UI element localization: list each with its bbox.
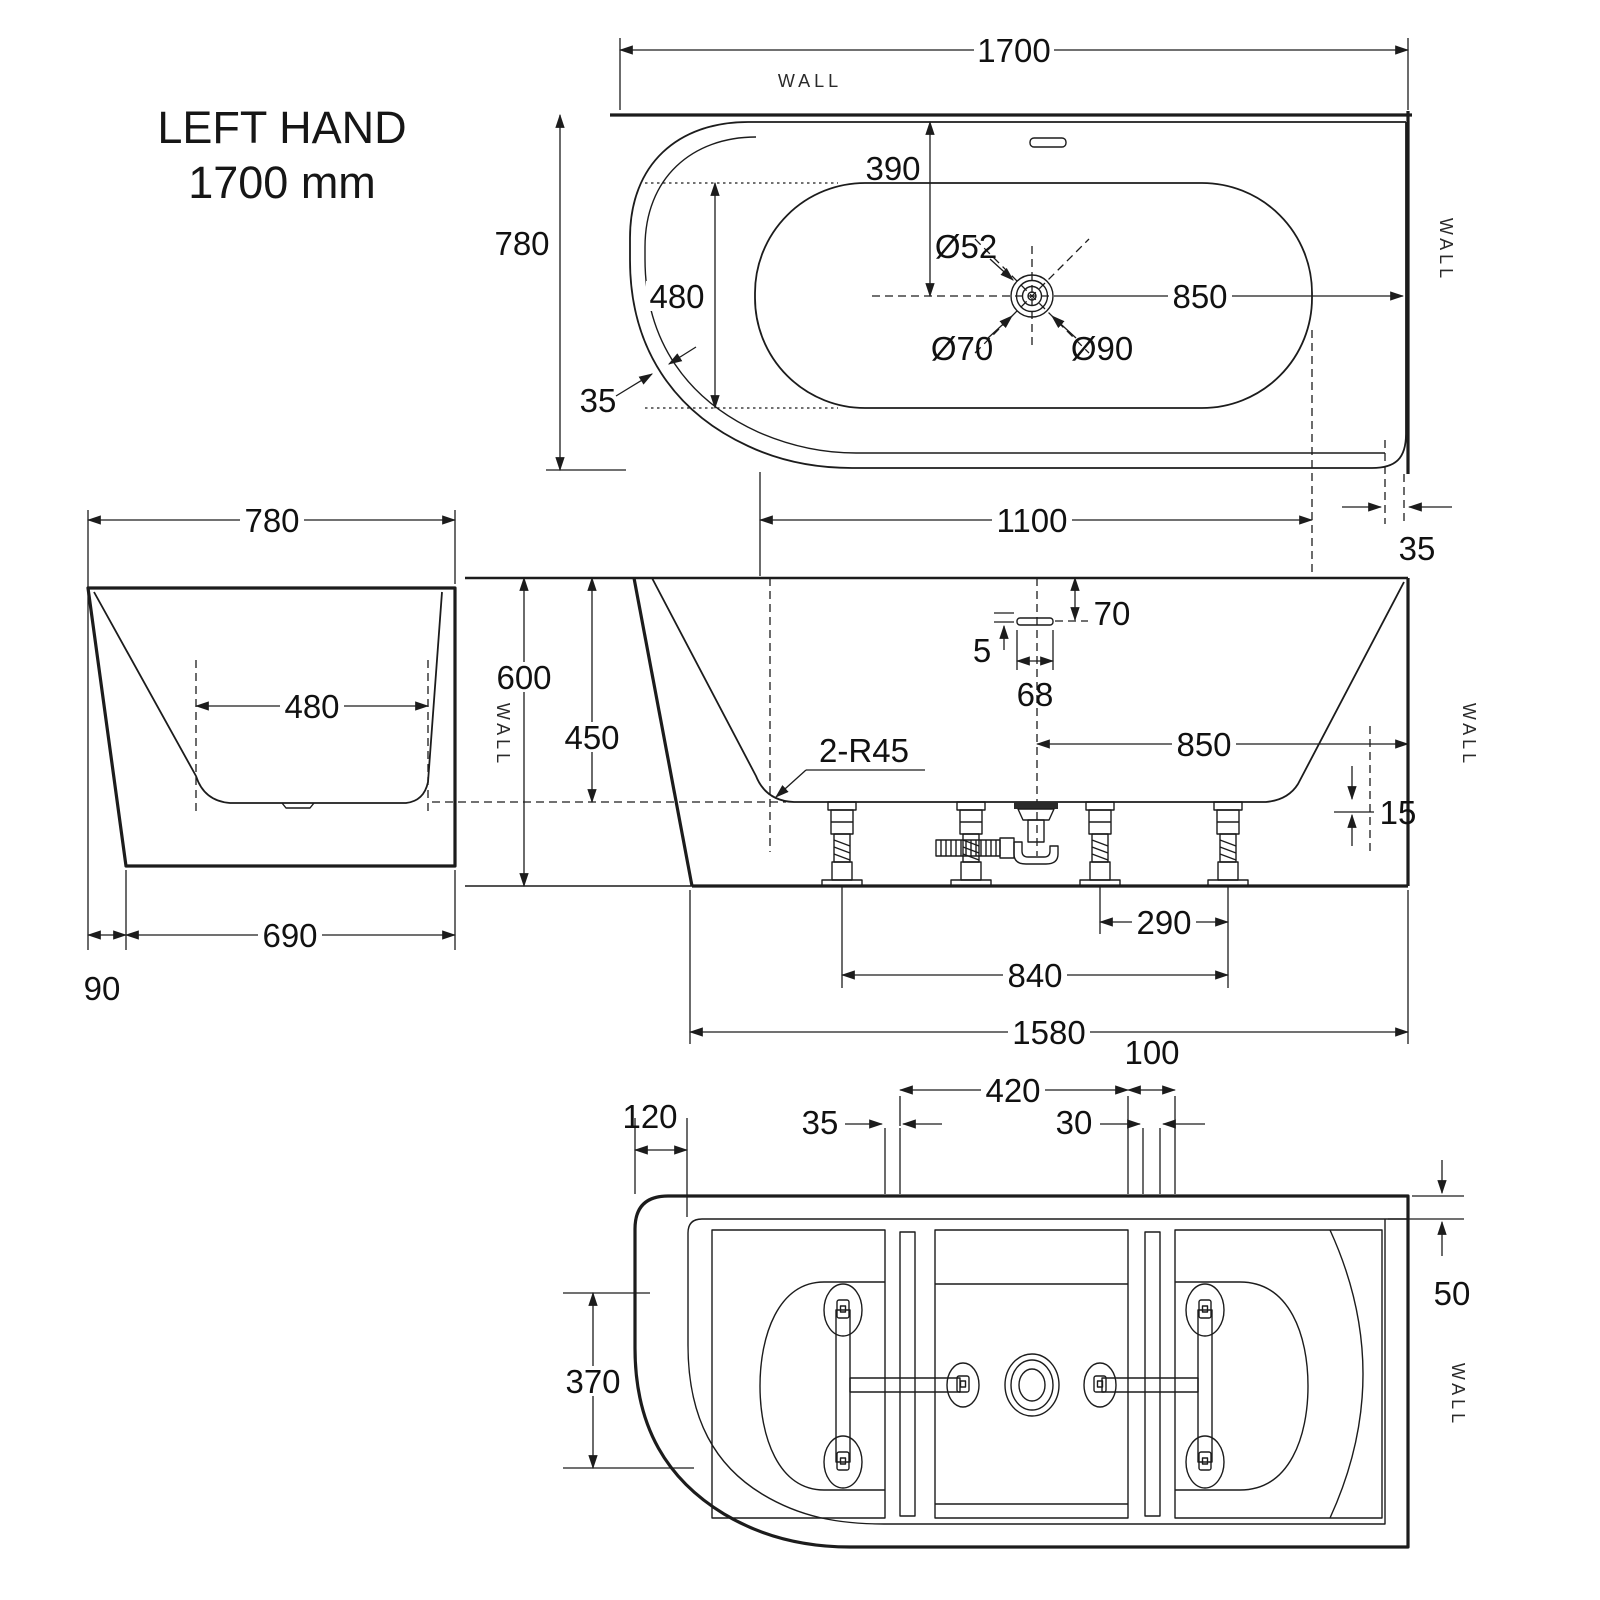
- bottom-panel-right: [1174, 1229, 1383, 1519]
- dim-inner-length: 1100: [997, 502, 1068, 539]
- dim-edge-offset: 120: [622, 1098, 677, 1135]
- rail-left: [835, 1309, 851, 1463]
- wall-label-plan-right: WALL: [1436, 218, 1456, 282]
- plan-overflow-slot: [1029, 137, 1067, 148]
- wall-label-front-left: WALL: [493, 703, 513, 767]
- bottom-outline: [633, 1194, 1410, 1549]
- dim-end-flat: 370: [565, 1363, 620, 1400]
- bottom-slat-right: [1144, 1231, 1161, 1517]
- dim-rim-offset: 50: [1434, 1275, 1471, 1312]
- leader-2r45-arrow: [775, 769, 807, 798]
- plan-view: 1700 WALL WALL 780 390 480 Ø52 Ø70 Ø90 8…: [494, 32, 1456, 576]
- bottom-slat-left: [899, 1231, 916, 1517]
- dim-waste-dia: Ø90: [1071, 330, 1133, 367]
- title-line2: 1700 mm: [188, 157, 376, 208]
- dim-side-base-width: 690: [262, 917, 317, 954]
- bottom-drain: [1004, 1353, 1060, 1417]
- dim-overflow-lip: 5: [973, 632, 991, 669]
- dim-plan-drain-to-wall: 850: [1172, 278, 1227, 315]
- dim-panel-gap: 100: [1124, 1034, 1179, 1071]
- plan-tub-outline: [629, 121, 1407, 469]
- wall-label-top: WALL: [778, 71, 842, 91]
- dim-drain-dia: Ø52: [935, 228, 997, 265]
- front-left-skirt: [632, 577, 694, 887]
- bottom-panel-center: [934, 1229, 1129, 1519]
- drawing-title: LEFT HAND 1700 mm: [157, 102, 406, 208]
- dim-depth: 450: [564, 719, 619, 756]
- wall-label-front-right: WALL: [1459, 703, 1479, 767]
- basin-footprint-right: [1175, 1281, 1309, 1491]
- dim-overflow-drop: 70: [1094, 595, 1131, 632]
- bottom-panel-left: [711, 1229, 886, 1519]
- dim-side-floor-width: 480: [284, 688, 339, 725]
- dim-corner-radius: 2-R45: [819, 732, 909, 769]
- leader-o90: [1051, 315, 1077, 339]
- side-drain-recess: [281, 802, 315, 809]
- leader-o52: [989, 258, 1014, 281]
- side-view: 780 480 690 90: [84, 502, 457, 1007]
- plan-rim-offset-line: [644, 136, 1385, 454]
- dim-base-length: 1580: [1012, 1014, 1085, 1051]
- dim-slat-width: 30: [1056, 1104, 1093, 1141]
- side-outline: [86, 586, 457, 868]
- dim-plan-width: 780: [494, 225, 549, 262]
- leader-35-left-2: [668, 346, 697, 365]
- dim-rim-left: 35: [580, 382, 617, 419]
- dim-plan-inner-width: 480: [649, 278, 704, 315]
- dim-slat-gap: 35: [802, 1104, 839, 1141]
- basin-footprint-left: [759, 1281, 885, 1491]
- dim-plan-length: 1700: [977, 32, 1050, 69]
- front-waste-trap: [935, 802, 1059, 865]
- dim-side-width: 780: [244, 502, 299, 539]
- leader-o70: [987, 315, 1013, 339]
- dim-overflow-width: 68: [1017, 676, 1054, 713]
- dim-feet-gap: 290: [1136, 904, 1191, 941]
- bottom-end-arc: [1329, 1229, 1364, 1519]
- front-view: WALL WALL 600 450 2-R45 70 5 68 850: [432, 576, 1479, 1051]
- side-inner-profile: [93, 591, 443, 804]
- plan-diagonal-centerline-2: [974, 238, 1090, 354]
- dim-feet-span: 840: [1007, 957, 1062, 994]
- wall-label-bottom-right: WALL: [1448, 1363, 1468, 1427]
- dim-overflow-dia: Ø70: [931, 330, 993, 367]
- title-line1: LEFT HAND: [157, 102, 406, 153]
- dim-drain-offset: 390: [865, 150, 920, 187]
- dim-floor-lip: 15: [1380, 794, 1417, 831]
- rail-left-horizontal: [849, 1377, 961, 1393]
- rail-right: [1197, 1309, 1213, 1463]
- dim-height: 600: [496, 659, 551, 696]
- dim-side-base-offset: 90: [84, 970, 121, 1007]
- leader-35-left: [615, 373, 653, 397]
- dim-panel-width: 420: [985, 1072, 1040, 1109]
- bottom-view: 120 35 420 100 30 50 370 WA: [561, 1034, 1471, 1549]
- dim-rim-right: 35: [1399, 530, 1436, 567]
- dim-front-drain-to-wall: 850: [1176, 726, 1231, 763]
- bottom-rim-offset-line: [687, 1218, 1408, 1525]
- front-overflow-slot: [1016, 617, 1054, 626]
